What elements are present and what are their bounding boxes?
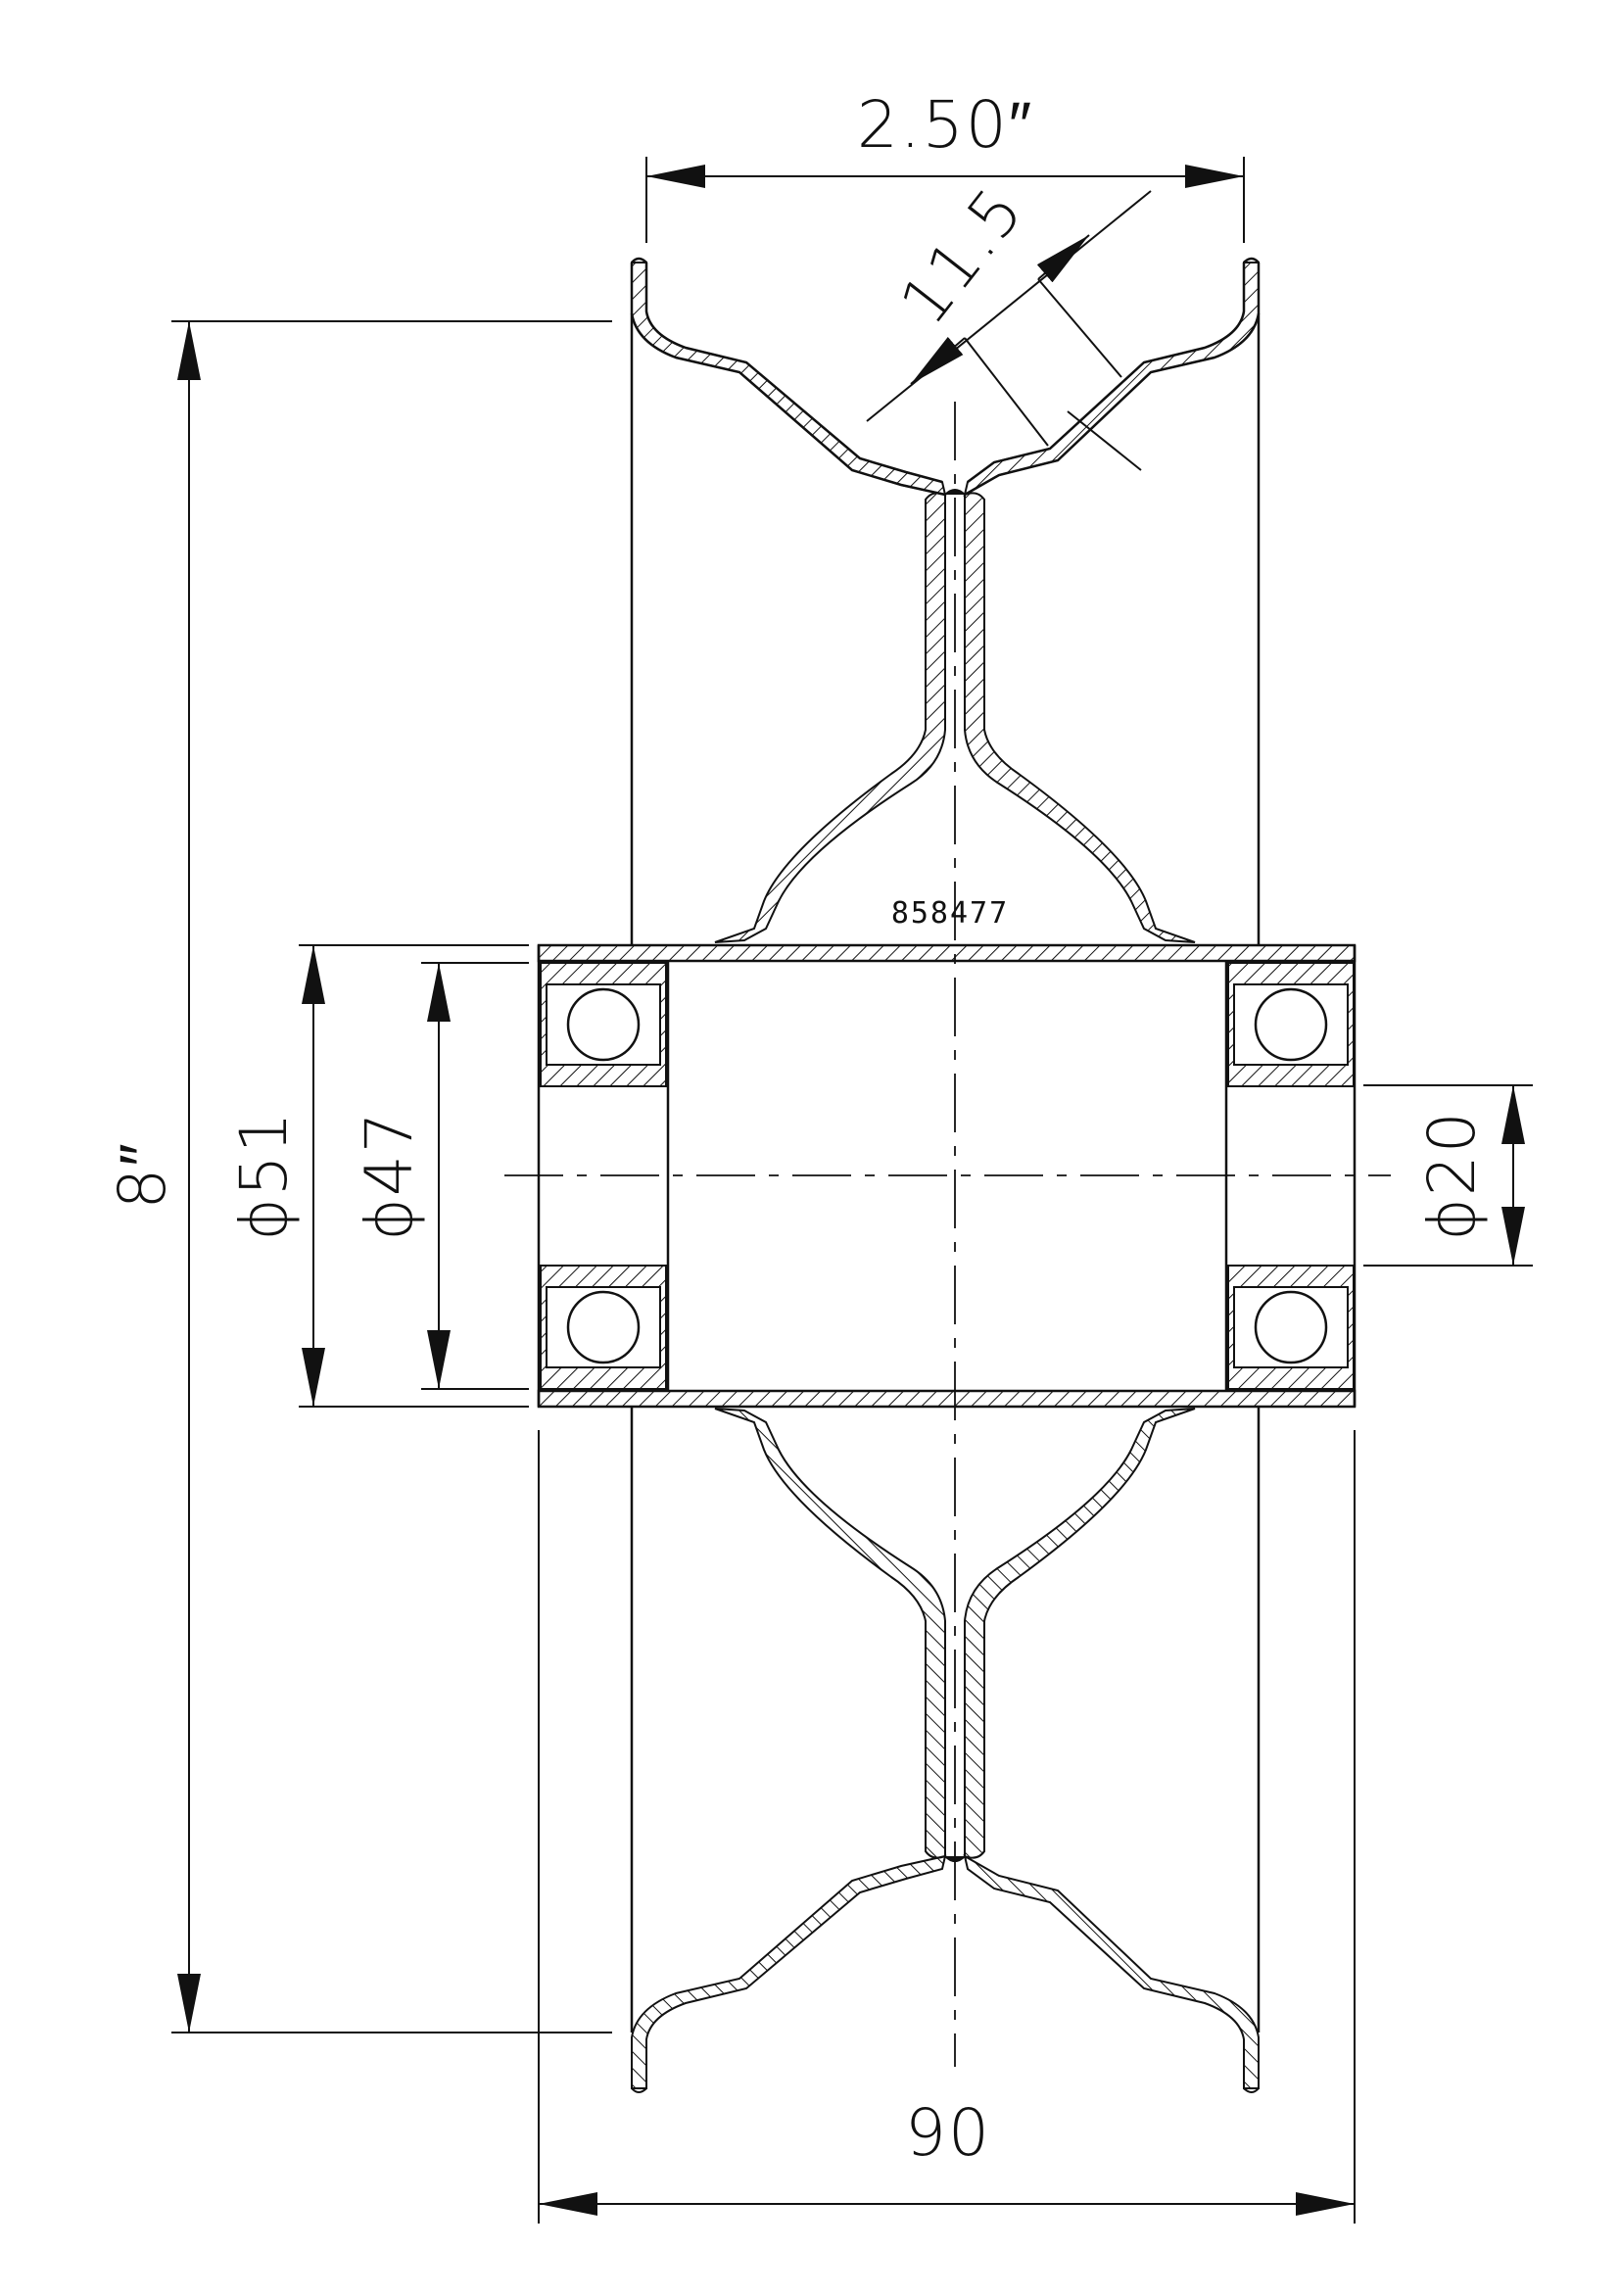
bearing-bottom-left [540, 1265, 667, 1390]
axle-label: ϕ20 [1414, 1110, 1490, 1241]
web-upper [714, 489, 1196, 943]
center-lines [504, 402, 1391, 2067]
bore-inner-label: ϕ47 [352, 1110, 427, 1241]
bore-outer-label: ϕ51 [226, 1110, 302, 1241]
part-number: 858477 [891, 896, 1009, 931]
rim-upper-hatch [631, 262, 1260, 498]
dim-hub-length [538, 1430, 1356, 2224]
wheel-diameter-label: 8″ [105, 1141, 180, 1209]
wall-thickness-label: 11.5 [885, 172, 1038, 339]
bearing-bottom-right [1227, 1265, 1355, 1390]
bearing-top-left [540, 962, 667, 1087]
rim-width-label: 2.50″ [857, 87, 1033, 163]
dim-bore-outer [299, 944, 529, 1408]
dim-rim-width [645, 157, 1245, 243]
dim-axle [1363, 1084, 1533, 1267]
rim-vertical-lines [630, 313, 1261, 2033]
bearing-top-right [1227, 962, 1355, 1087]
dim-wall-thickness [866, 190, 1152, 471]
rim-lower [631, 1408, 1260, 2093]
dim-bore-inner [421, 962, 529, 1390]
hub-length-label: 90 [905, 2095, 991, 2171]
